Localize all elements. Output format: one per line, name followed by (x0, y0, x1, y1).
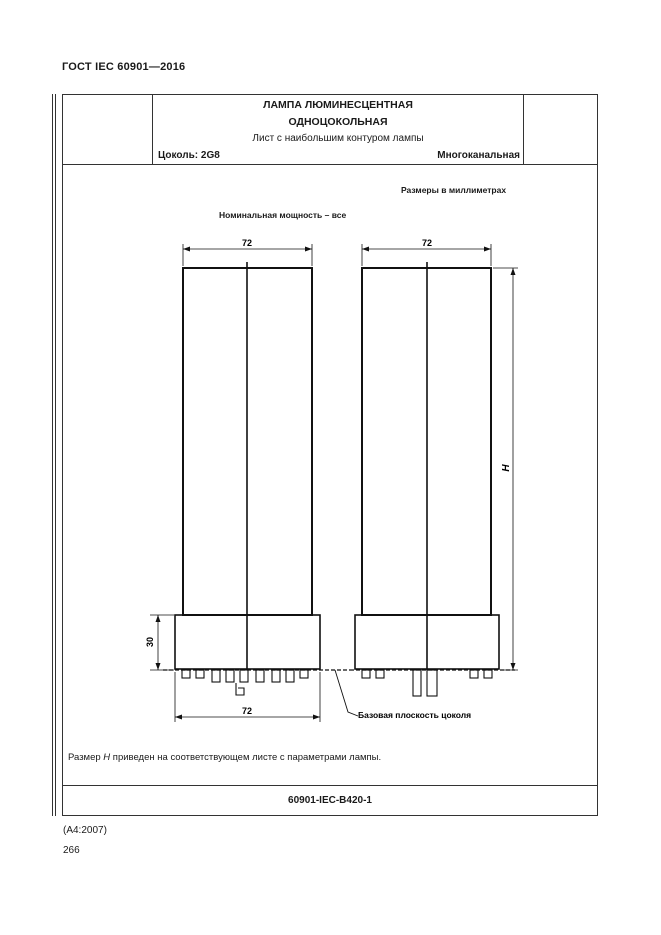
dim-label-base-height: 30 (145, 637, 155, 647)
base-plane-leader (334, 669, 359, 717)
dim-label-base-width: 72 (242, 706, 252, 716)
footnote: Размер H приведен на соответствующем лис… (68, 752, 381, 763)
sheet-code: 60901-IEC-B420-1 (288, 795, 372, 806)
right-lamp-base (354, 614, 500, 670)
dimensions-note: Размеры в миллиметрах (401, 185, 507, 195)
dim-label-height: H (501, 464, 512, 472)
page-number: 266 (63, 845, 80, 856)
dim-label-right-width: 72 (422, 238, 432, 248)
title-block-row (62, 94, 598, 165)
lamp-type: Многоканальная (437, 150, 520, 161)
footnote-symbol: H (103, 752, 111, 763)
sheet-title-line2: ОДНОЦОКОЛЬНАЯ (288, 116, 388, 128)
sheet-subtitle: Лист с наибольшим контуром лампы (252, 133, 424, 144)
footer-row (62, 785, 598, 816)
left-base-pins (181, 669, 309, 696)
footnote-suffix: приведен на соответствующем листе с пара… (110, 752, 382, 763)
binding-margin-line (52, 94, 53, 816)
format-note: (A4:2007) (63, 825, 107, 836)
sheet-title-line1: ЛАМПА ЛЮМИНЕСЦЕНТНАЯ (263, 99, 413, 111)
document-header: ГОСТ IEC 60901—2016 (62, 61, 186, 73)
socket-type: Цоколь: 2G8 (158, 150, 220, 161)
wattage-note: Номинальная мощность – все (219, 210, 347, 220)
left-lamp-base (174, 614, 321, 670)
footnote-prefix: Размер (68, 752, 104, 763)
base-plane-label: Базовая плоскость цоколя (358, 710, 471, 720)
dim-label-left-width: 72 (242, 238, 252, 248)
right-base-pins (361, 669, 493, 697)
sheet-frame (62, 94, 598, 816)
binding-margin-line (55, 94, 56, 816)
title-block-cell (152, 94, 524, 165)
